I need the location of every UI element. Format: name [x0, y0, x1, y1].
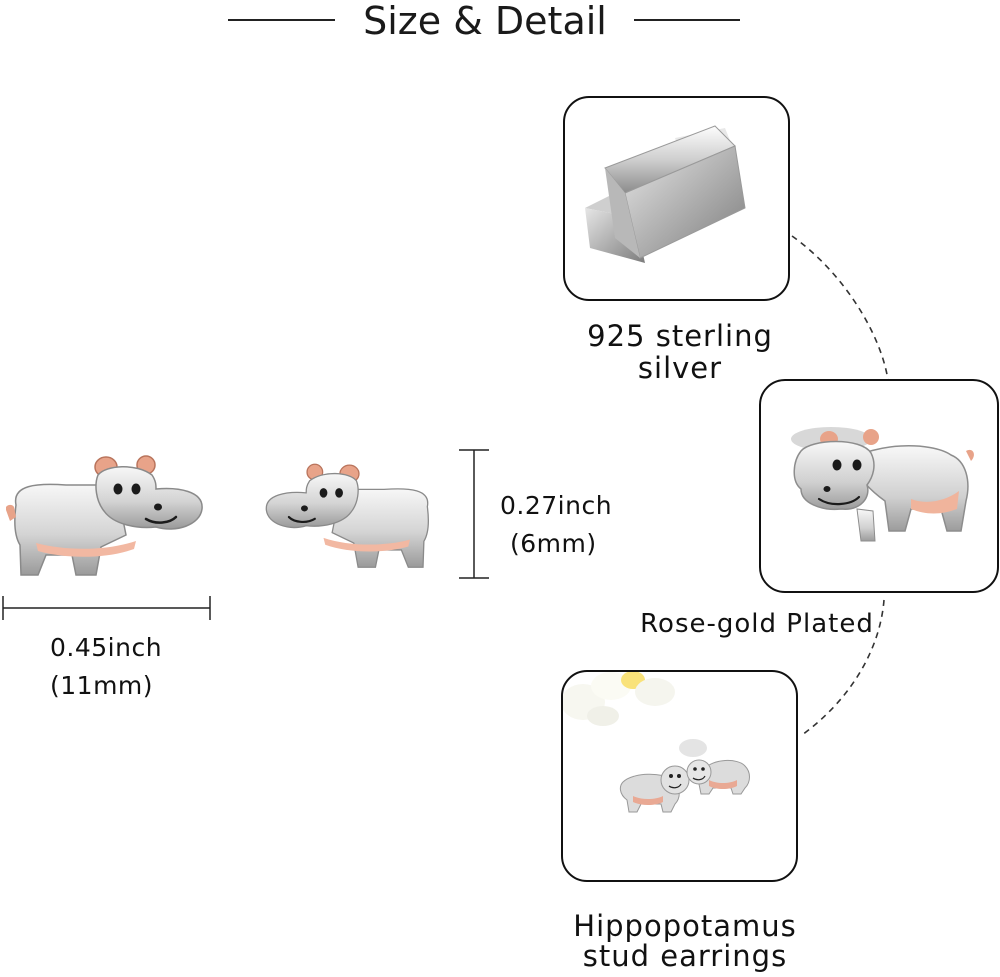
- sterling-silver-card: [563, 96, 790, 301]
- hippo-earrings-card: [561, 670, 798, 882]
- height-mm-label: (6mm): [510, 529, 597, 558]
- width-mm-label: (11mm): [50, 671, 154, 700]
- sterling-silver-caption: 925 sterling silver: [587, 319, 773, 385]
- dashed-connector: [791, 235, 889, 736]
- hippo-earring-closeup: [791, 427, 974, 542]
- hippo-caption-line2: stud earrings: [582, 939, 788, 973]
- left-hippo-earring: [6, 455, 203, 576]
- width-inch-label: 0.45inch: [50, 633, 163, 662]
- rose-gold-card: [759, 379, 999, 593]
- width-dimension-line: [2, 596, 211, 620]
- height-dimension-line: [459, 449, 489, 579]
- page-title: Size & Detail: [363, 0, 607, 43]
- height-inch-label: 0.27inch: [500, 491, 613, 520]
- silver-bar-icon: [585, 125, 746, 263]
- earrings-pair-photo: [563, 672, 750, 813]
- hippo-caption-line1: Hippopotamus: [573, 909, 797, 943]
- header-rule-right: [634, 19, 740, 21]
- right-hippo-earring: [265, 463, 430, 568]
- rose-gold-caption: Rose-gold Plated: [640, 609, 874, 639]
- header-rule-left: [228, 19, 335, 21]
